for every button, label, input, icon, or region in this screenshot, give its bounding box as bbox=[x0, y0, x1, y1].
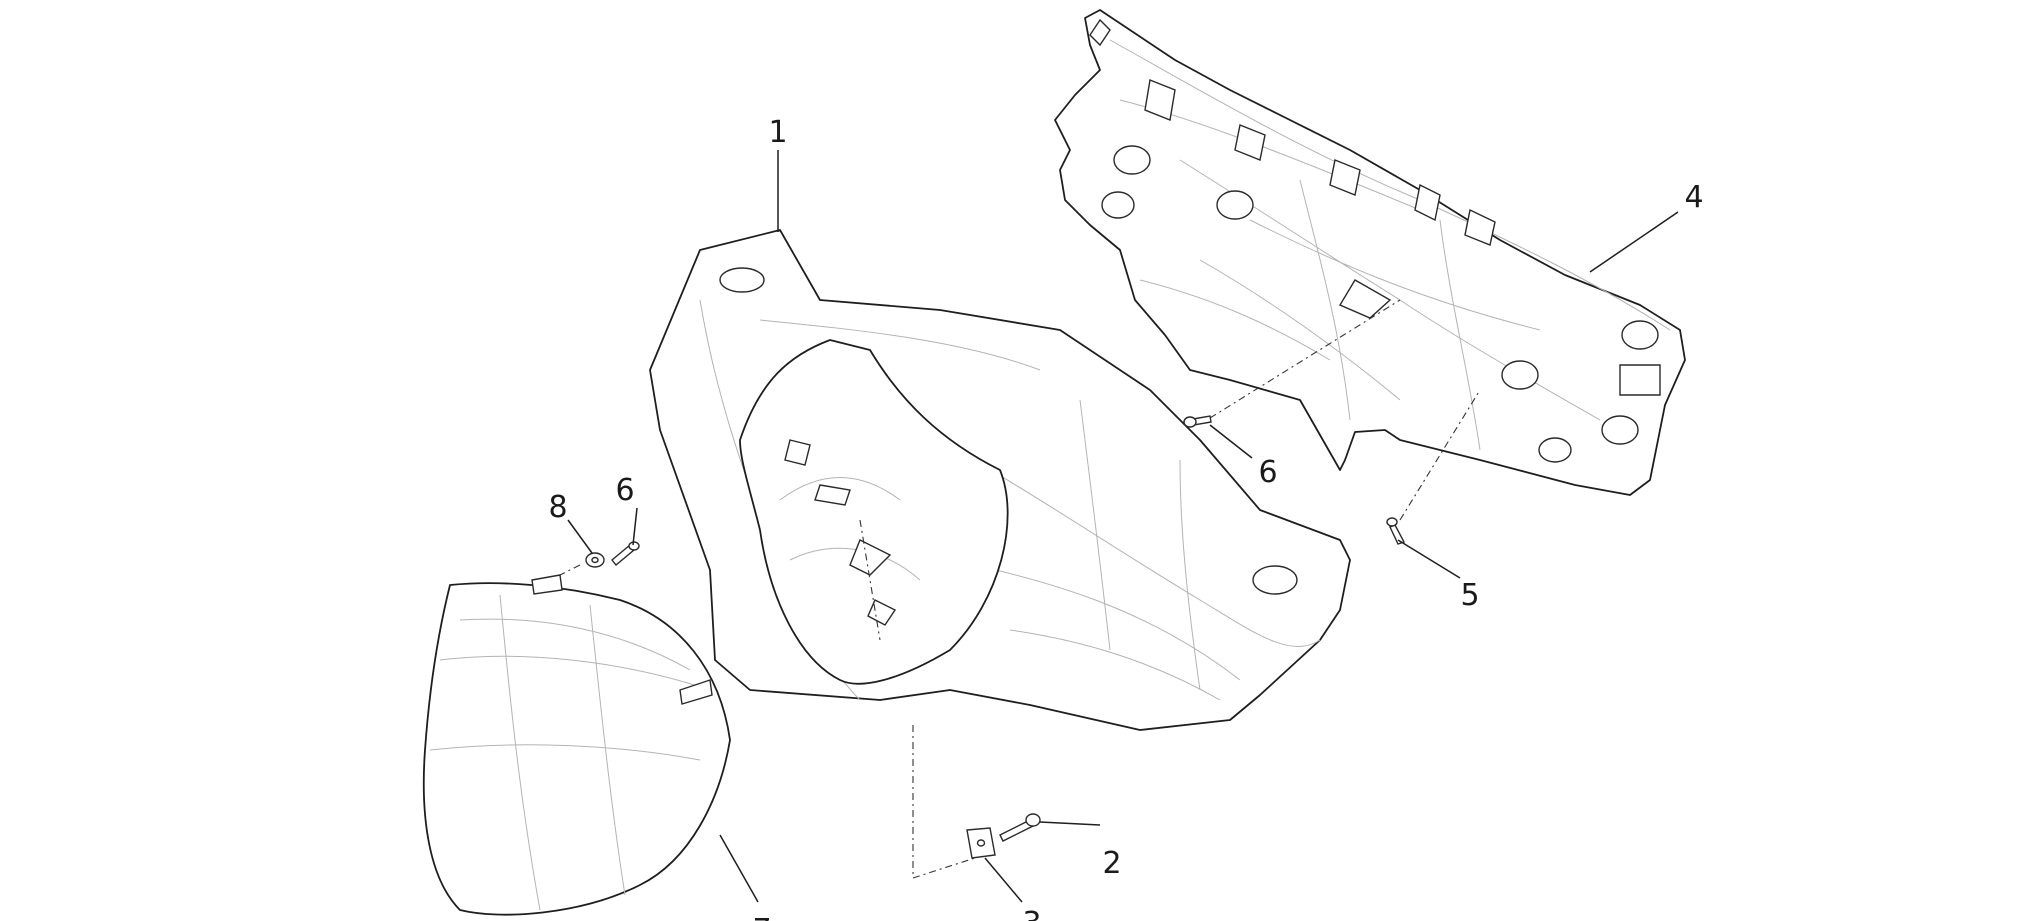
callout-8: 8 bbox=[548, 490, 567, 525]
leader-lines bbox=[567, 150, 1679, 903]
callout-3: 3 bbox=[1022, 906, 1041, 921]
callout-4: 4 bbox=[1684, 180, 1703, 215]
callout-6-left: 6 bbox=[615, 473, 634, 508]
callout-7: 7 bbox=[752, 913, 771, 921]
screw-part-6-right bbox=[1183, 415, 1212, 428]
callout-5: 5 bbox=[1460, 578, 1479, 613]
screw-part-2 bbox=[999, 813, 1041, 842]
callout-2: 2 bbox=[1102, 846, 1121, 881]
washer-part-8 bbox=[585, 552, 605, 568]
screw-part-6-left bbox=[611, 541, 640, 566]
assembly-lines bbox=[559, 299, 1481, 879]
clip-nut-part-3 bbox=[966, 827, 996, 859]
screw-part-5 bbox=[1386, 517, 1406, 545]
callout-1: 1 bbox=[768, 115, 787, 150]
rear-handlebar-cover bbox=[1054, 9, 1686, 496]
callout-6-right: 6 bbox=[1258, 455, 1277, 490]
front-handlebar-cover bbox=[649, 229, 1351, 731]
headlamp-mask bbox=[422, 574, 731, 916]
